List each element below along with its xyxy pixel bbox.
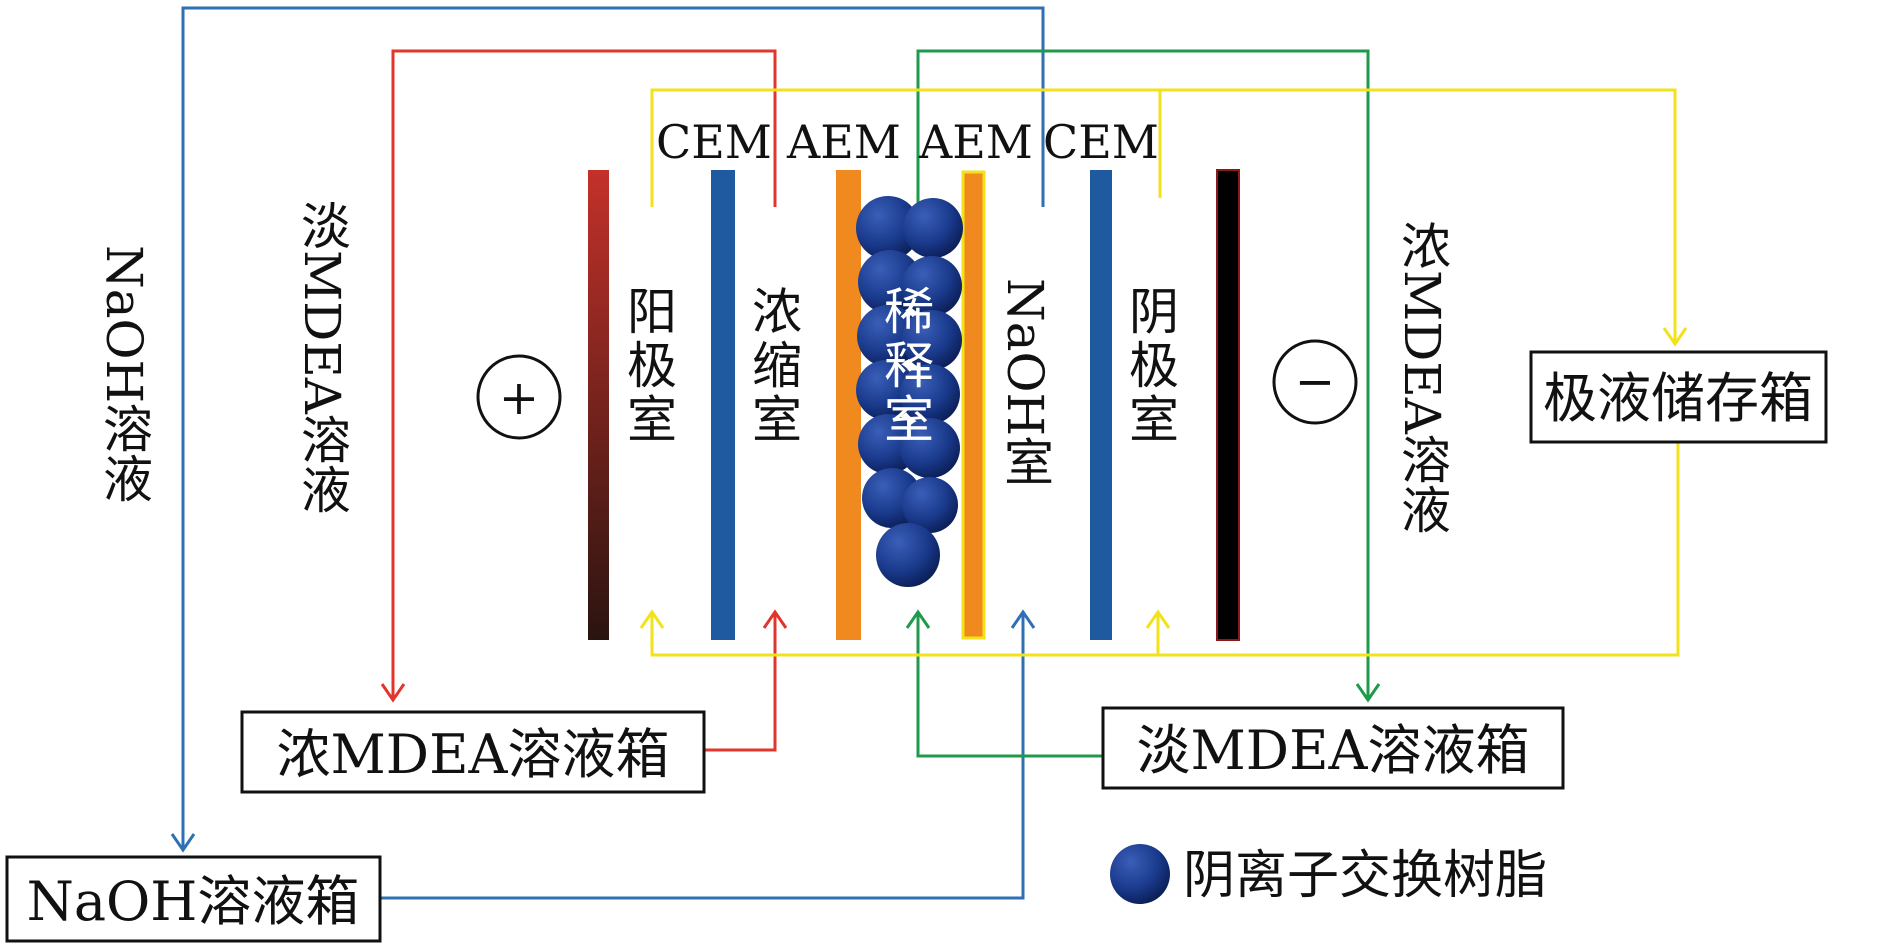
aem-membrane-left <box>836 170 861 640</box>
naoh-chamber-label: NaOH室 <box>996 278 1054 486</box>
svg-text:−: − <box>1295 354 1335 410</box>
electrolyte-flow-line <box>650 88 1680 657</box>
rich-mdea-tank: 浓MDEA溶液箱 <box>240 710 706 794</box>
cathode-electrode <box>1216 169 1240 641</box>
aem-label-right: AEM <box>918 115 1033 169</box>
svg-text:淡MDEA溶液箱: 淡MDEA溶液箱 <box>1136 719 1529 782</box>
dilute-mdea-flow-line <box>916 49 1370 758</box>
aem-label-left: AEM <box>786 115 901 169</box>
rich-mdea-solution-label: 浓MDEA溶液 <box>1393 220 1451 534</box>
electrolyte-arrowheads <box>639 327 1688 629</box>
svg-text:NaOH溶液箱: NaOH溶液箱 <box>27 870 360 933</box>
cem-membrane-left <box>711 170 735 640</box>
svg-text:极液储存箱: 极液储存箱 <box>1543 367 1813 430</box>
aem-membrane-right <box>961 170 986 640</box>
naoh-flow-line <box>181 6 1045 900</box>
rich-mdea-arrowheads <box>380 609 788 703</box>
concentrate-chamber-label: 浓缩室 <box>744 285 802 447</box>
naoh-solution-label: NaOH溶液 <box>95 245 153 503</box>
dilute-chamber-label: 稀释室 <box>876 285 934 447</box>
svg-text:+: + <box>499 370 539 426</box>
dilute-mdea-arrowheads <box>905 609 1381 703</box>
cathode-minus-icon: − <box>1272 339 1358 425</box>
svg-text:浓MDEA溶液箱: 浓MDEA溶液箱 <box>276 723 669 786</box>
electrolyte-storage-tank: 极液储存箱 <box>1529 350 1828 444</box>
rich-mdea-flow-line <box>391 49 777 752</box>
legend: 阴离子交换树脂 <box>1110 844 1547 906</box>
cem-membrane-right <box>1090 170 1112 640</box>
cem-label-right: CEM <box>1043 115 1159 169</box>
legend-resin-label: 阴离子交换树脂 <box>1183 846 1547 906</box>
resin-bead-icon <box>1110 844 1170 904</box>
anode-plus-icon: + <box>476 354 562 440</box>
cathode-chamber-label: 阴极室 <box>1121 285 1179 447</box>
anode-electrode <box>588 170 609 640</box>
dilute-mdea-solution-label: 淡MDEA溶液 <box>293 200 351 514</box>
dilute-mdea-tank: 淡MDEA溶液箱 <box>1101 706 1565 790</box>
naoh-tank: NaOH溶液箱 <box>5 855 382 943</box>
cem-label-left: CEM <box>656 115 772 169</box>
naoh-arrowheads <box>170 609 1036 853</box>
anion-exchange-resin-bed <box>856 196 963 587</box>
anode-chamber-label: 阳极室 <box>619 285 677 447</box>
